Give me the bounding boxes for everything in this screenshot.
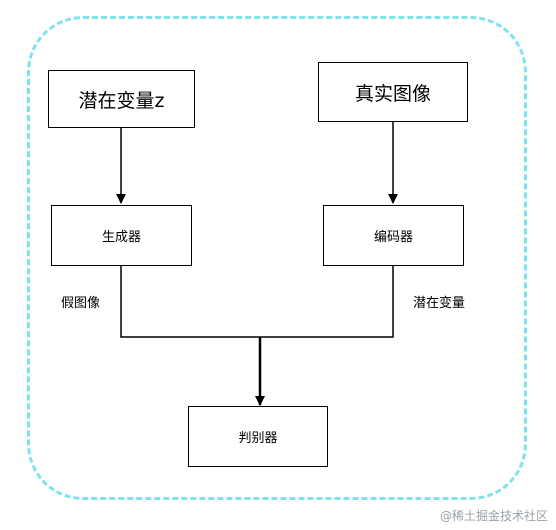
node-real-image: 真实图像 bbox=[318, 62, 468, 122]
node-generator-label: 生成器 bbox=[101, 230, 141, 245]
dashed-container bbox=[27, 16, 527, 500]
node-encoder-label: 编码器 bbox=[373, 230, 413, 245]
node-latent-z: 潜在变量z bbox=[48, 70, 195, 128]
node-latent-z-label: 潜在变量z bbox=[78, 89, 165, 112]
line-generator-to-merge bbox=[120, 266, 260, 338]
watermark: @稀土掘金技术社区 bbox=[439, 509, 548, 523]
node-encoder: 编码器 bbox=[323, 205, 464, 266]
node-generator: 生成器 bbox=[51, 205, 192, 266]
node-discriminator: 判别器 bbox=[188, 406, 328, 467]
node-real-image-label: 真实图像 bbox=[354, 82, 431, 105]
edge-label-fake-image: 假图像 bbox=[61, 296, 101, 311]
edge-label-latent-variable: 潜在变量 bbox=[413, 296, 466, 311]
line-encoder-to-merge bbox=[260, 266, 394, 338]
node-discriminator-label: 判别器 bbox=[238, 431, 278, 446]
